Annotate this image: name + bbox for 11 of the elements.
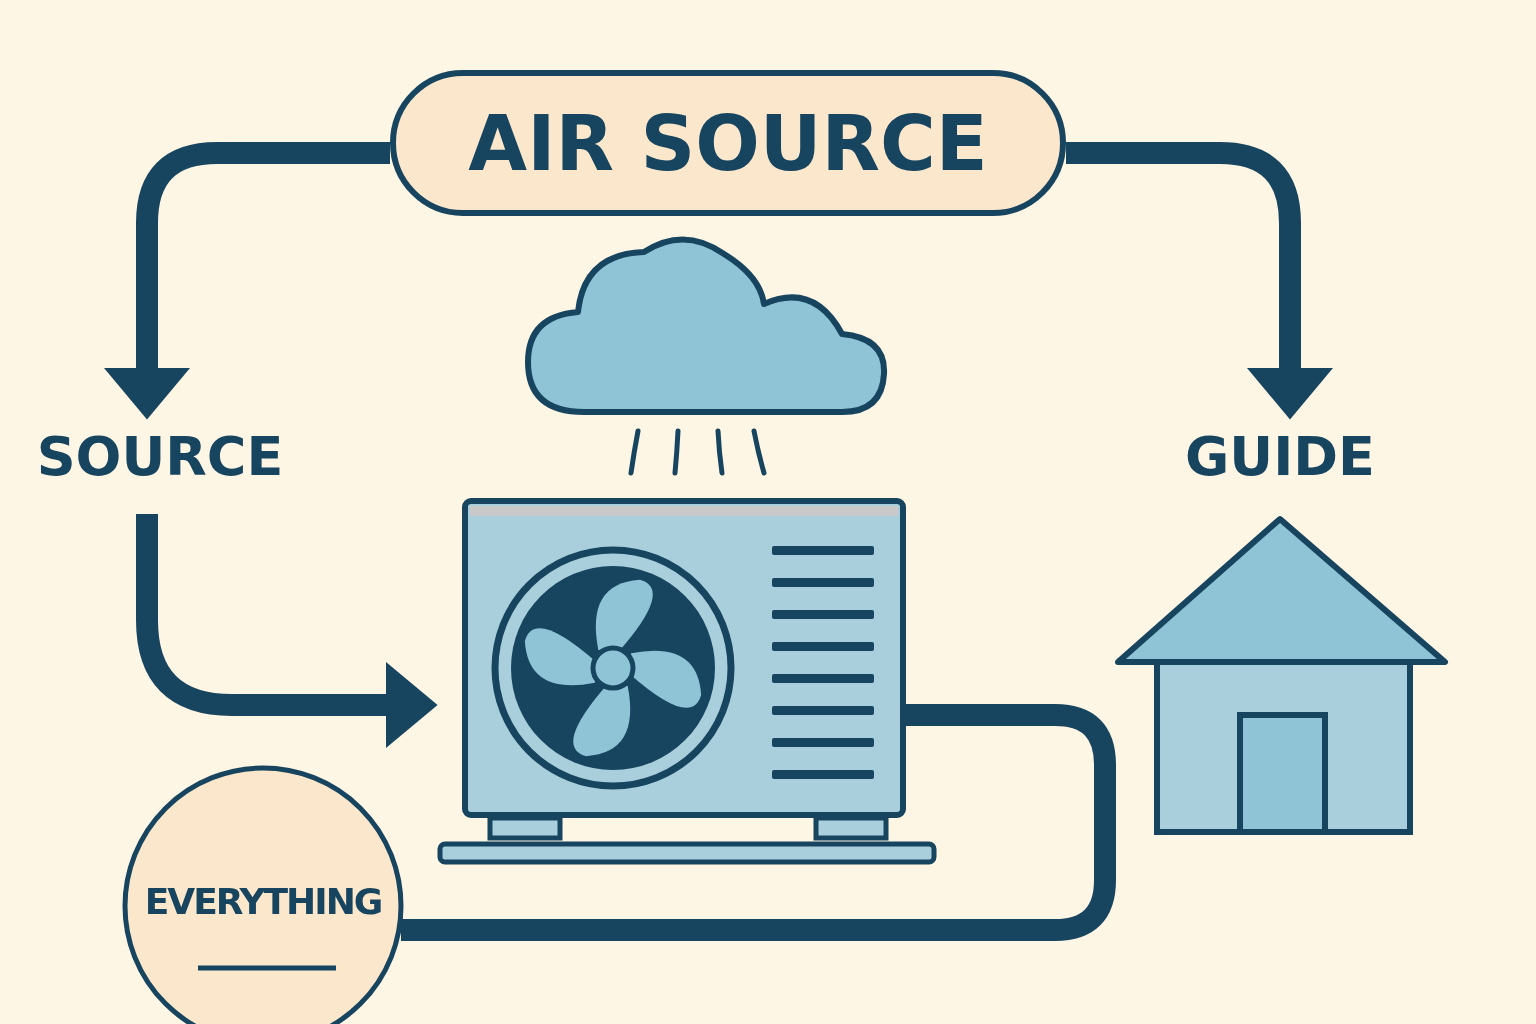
- cloud-drawing: [524, 234, 888, 418]
- arrow: [136, 514, 438, 748]
- arrow: [104, 142, 390, 420]
- arrow: [1066, 142, 1333, 420]
- label-text: SOURCE: [36, 424, 284, 488]
- pipe-line: [401, 704, 1116, 941]
- label-text: GUIDE: [1185, 424, 1375, 488]
- badge-text: EVERYTHING: [144, 881, 382, 922]
- circle-badge: [122, 765, 404, 1024]
- title-text: AIR SOURCE: [468, 98, 988, 188]
- house-drawing: [1115, 515, 1449, 835]
